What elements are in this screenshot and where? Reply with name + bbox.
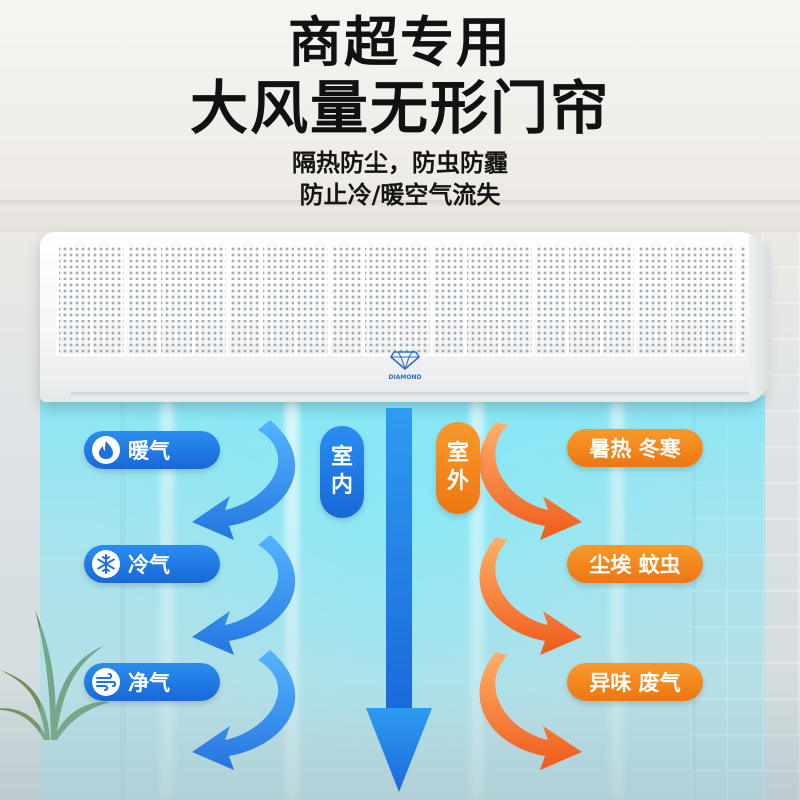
feature-label: 净气 — [128, 671, 170, 695]
feature-clean-air: 净气 — [84, 663, 220, 701]
indoor-label-top: 室 — [330, 445, 353, 470]
blue-curved-arrow — [192, 650, 296, 770]
blue-curved-arrow — [192, 420, 296, 540]
outdoor-label-bottom: 外 — [446, 469, 469, 494]
unit-end-cap — [749, 236, 771, 396]
air-outlet — [70, 392, 750, 398]
wind-icon — [92, 668, 120, 696]
flame-icon — [92, 436, 120, 464]
indoor-label: 室 内 — [320, 426, 364, 518]
air-curtain-unit: DIAMOND — [40, 232, 771, 402]
headline-line-2: 大风量无形门帘 — [189, 74, 610, 142]
feature-label: 冷气 — [128, 553, 170, 577]
indoor-outdoor-divider-arrow — [366, 408, 432, 792]
subtitle-line-2: 防止冷/暖空气流失 — [299, 181, 501, 209]
feature-warm-air: 暖气 — [84, 431, 220, 469]
orange-curved-arrow — [479, 537, 582, 655]
grille-frame — [56, 246, 746, 356]
threat-label: 暑热 冬寒 — [589, 437, 681, 461]
outdoor-label-top: 室 — [446, 441, 469, 466]
brand-logo: DIAMOND — [378, 350, 432, 392]
threat-label: 异味 废气 — [589, 671, 681, 695]
threat-dust-insects: 尘埃 蚊虫 — [567, 545, 703, 583]
feature-label: 暖气 — [128, 439, 170, 463]
ceiling-edge — [0, 200, 800, 208]
indoor-label-bottom: 内 — [330, 473, 353, 498]
threat-heat-cold: 暑热 冬寒 — [567, 429, 703, 467]
threat-odor-fumes: 异味 废气 — [567, 663, 703, 701]
snowflake-icon — [92, 550, 120, 578]
blue-curved-arrow — [192, 535, 296, 655]
ceiling — [0, 0, 800, 232]
subtitle-line-1: 隔热防尘，防虫防霾 — [292, 149, 508, 177]
orange-curved-arrow — [479, 422, 582, 540]
feature-cool-air: 冷气 — [84, 545, 220, 583]
orange-curved-arrow — [479, 652, 582, 770]
threat-label: 尘埃 蚊虫 — [589, 553, 681, 577]
diamond-icon — [389, 351, 421, 371]
brand-logo-text: DIAMOND — [388, 374, 422, 381]
outdoor-label: 室 外 — [436, 422, 480, 514]
headline-line-1: 商超专用 — [288, 11, 512, 74]
